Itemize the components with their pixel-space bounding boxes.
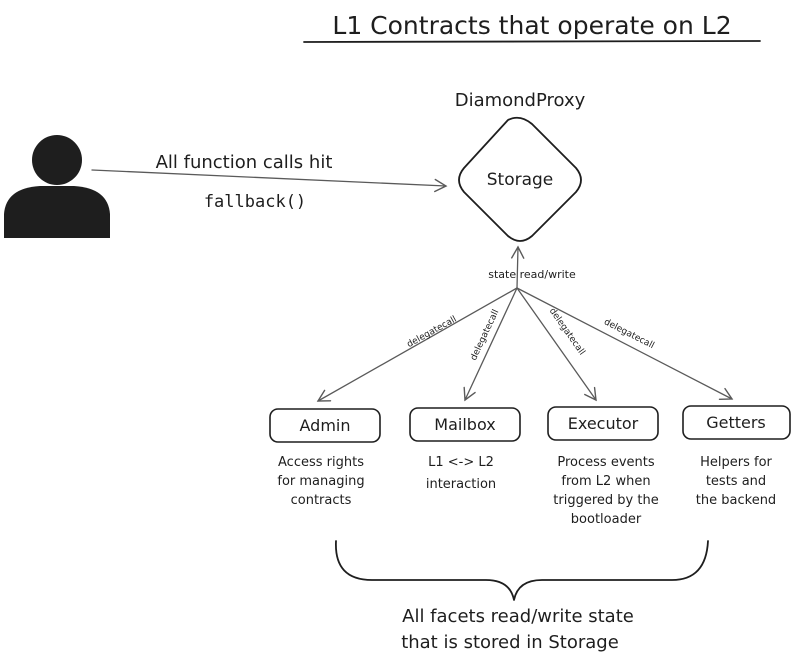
description-line: triggered by the bbox=[553, 493, 658, 508]
description-line: bootloader bbox=[571, 512, 642, 527]
description-line: L1 <-> L2 bbox=[428, 455, 494, 470]
facet-getters: Getters bbox=[682, 405, 791, 440]
call-arrow bbox=[91, 169, 448, 193]
facet-name: Getters bbox=[706, 413, 766, 432]
description-line: Process events bbox=[557, 455, 654, 470]
proxy-name: DiamondProxy bbox=[455, 90, 586, 111]
footer-line-2: that is stored in Storage bbox=[401, 632, 619, 653]
footer-line-1: All facets read/write state bbox=[402, 606, 634, 627]
description-line: Helpers for bbox=[700, 455, 772, 470]
description-line: interaction bbox=[426, 477, 496, 492]
facet-mailbox: Mailbox bbox=[409, 407, 521, 442]
delegate-arrow-mailbox bbox=[463, 287, 518, 402]
facet-executor-description: Process events from L2 when triggered by… bbox=[553, 455, 658, 527]
description-line: tests and bbox=[706, 474, 766, 489]
delegate-label-admin: delegatecall bbox=[406, 315, 459, 350]
facet-getters-description: Helpers for tests and the backend bbox=[696, 455, 776, 508]
description-line: from L2 when bbox=[561, 474, 650, 489]
facet-mailbox-description: L1 <-> L2 interaction bbox=[426, 455, 496, 492]
facet-admin-description: Access rights for managing contracts bbox=[277, 455, 364, 508]
facet-admin: Admin bbox=[269, 408, 381, 443]
facet-executor: Executor bbox=[547, 406, 659, 441]
state-label: state read/write bbox=[488, 268, 576, 281]
title-underline bbox=[303, 40, 761, 43]
state-arrow bbox=[511, 245, 525, 289]
facet-name: Admin bbox=[300, 416, 351, 435]
facet-name: Mailbox bbox=[434, 415, 495, 434]
description-line: contracts bbox=[291, 493, 352, 508]
call-label: All function calls hit bbox=[156, 152, 333, 173]
storage-label: Storage bbox=[487, 170, 554, 190]
description-line: the backend bbox=[696, 493, 776, 508]
diagram-title: L1 Contracts that operate on L2 bbox=[332, 11, 731, 40]
delegate-arrow-admin bbox=[316, 287, 518, 402]
description-line: for managing bbox=[277, 474, 364, 489]
delegate-arrow-executor bbox=[516, 287, 597, 402]
description-line: Access rights bbox=[278, 455, 364, 470]
fallback-label: fallback() bbox=[204, 192, 306, 212]
user-icon bbox=[4, 135, 110, 238]
facet-name: Executor bbox=[568, 414, 639, 433]
delegate-arrow-getters bbox=[516, 287, 734, 400]
delegate-label-mailbox: delegatecall bbox=[469, 308, 501, 362]
curly-brace bbox=[335, 540, 709, 601]
storage-diamond bbox=[458, 116, 582, 242]
